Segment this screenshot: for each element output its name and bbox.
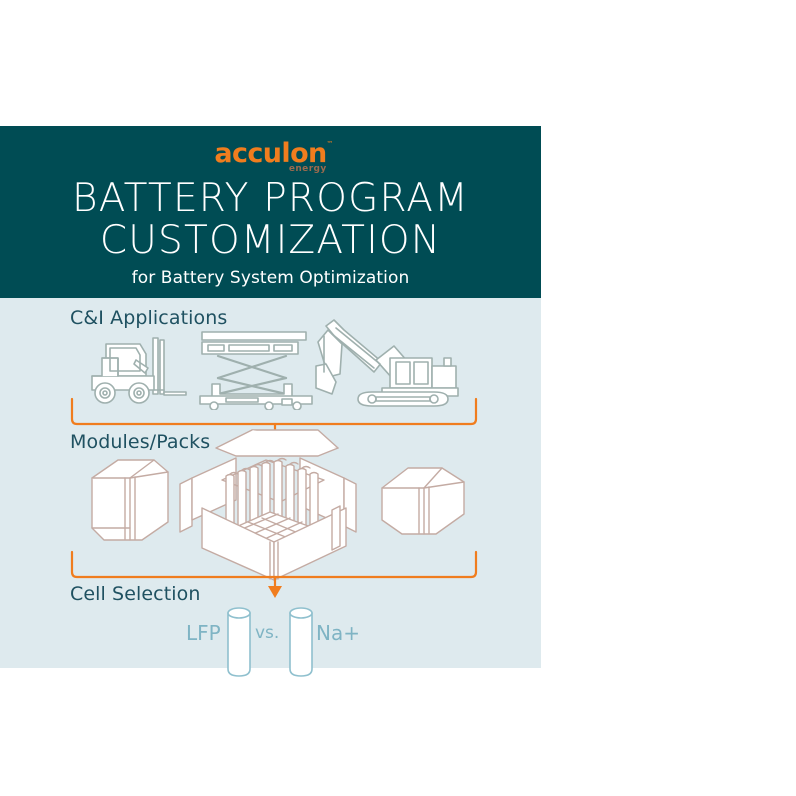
- battery-program-infographic: acculon ™ energy BATTERY PROGRAM CUSTOMI…: [0, 126, 541, 677]
- infographic-header: acculon ™ energy BATTERY PROGRAM CUSTOMI…: [0, 126, 541, 298]
- pack-lid-icon: [212, 426, 342, 462]
- page-title-line-1: BATTERY PROGRAM: [72, 176, 469, 221]
- brand-logo-text: acculon: [214, 138, 327, 169]
- cylindrical-cell-icon: [286, 604, 316, 680]
- bracket-modules-to-cells: [68, 550, 480, 600]
- section-label-modules: Modules/Packs: [70, 431, 211, 453]
- cell-chemistry-lfp: LFP: [186, 621, 221, 645]
- cylindrical-cell-icon: [224, 604, 254, 680]
- exploded-battery-pack-icon: [174, 450, 374, 585]
- infographic-body-panel: C&I Applications: [0, 298, 541, 677]
- brand-logo: acculon ™ energy: [0, 138, 541, 174]
- page-subtitle: for Battery System Optimization: [131, 268, 410, 289]
- trademark-icon: ™: [326, 140, 333, 148]
- battery-module-cube-icon: [378, 464, 468, 538]
- brand-logo-subtext: energy: [288, 164, 327, 174]
- header-title-block: BATTERY PROGRAM CUSTOMIZATION for Batter…: [0, 176, 541, 289]
- excavator-icon: [306, 314, 466, 410]
- brand-logo-wordmark: acculon ™ energy: [214, 138, 333, 174]
- scissor-lift-icon: [196, 328, 318, 410]
- section-label-cells: Cell Selection: [70, 583, 201, 605]
- forklift-icon: [78, 330, 198, 408]
- section-label-applications: C&I Applications: [70, 307, 228, 329]
- cell-versus-label: vs.: [255, 623, 280, 643]
- cell-chemistry-na: Na+: [316, 621, 360, 645]
- page-title-line-2: CUSTOMIZATION: [99, 218, 442, 264]
- battery-module-tall-icon: [88, 456, 172, 544]
